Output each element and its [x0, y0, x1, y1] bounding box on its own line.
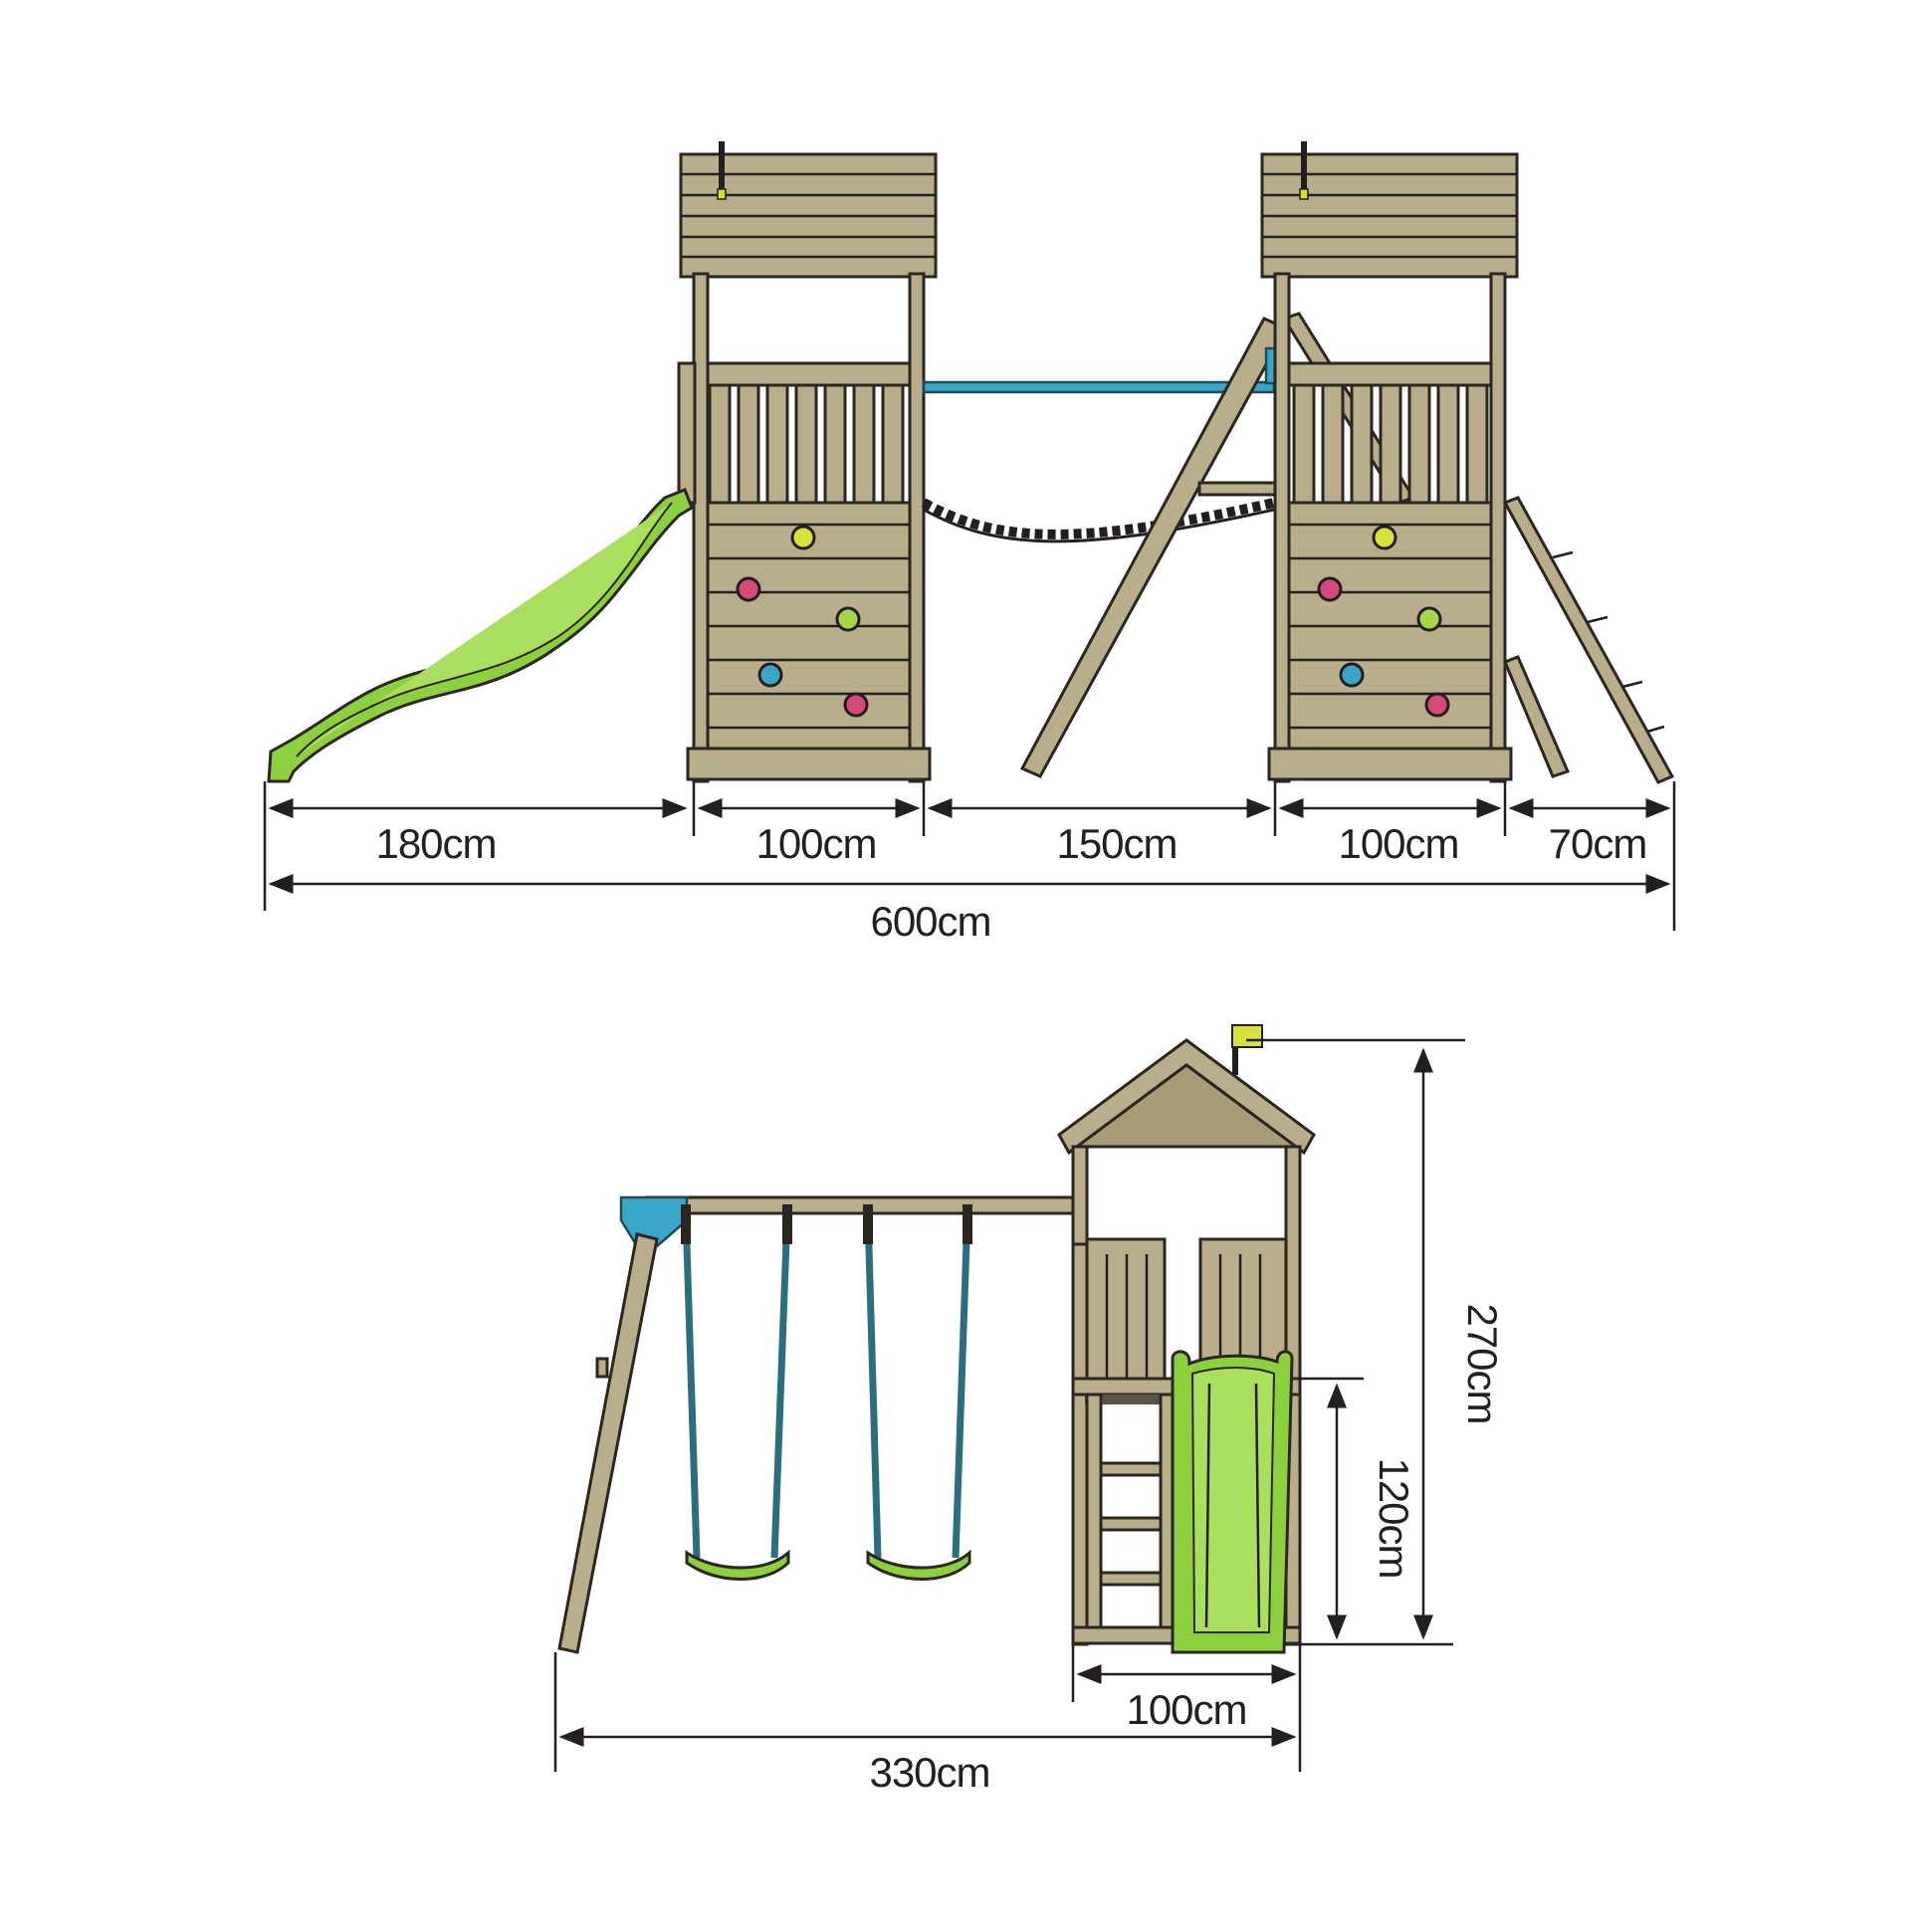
side-dimensions: 100cm 330cm 270cm 120cm [553, 1038, 1506, 1796]
left-tower [677, 141, 938, 783]
right-climbing-holds [1317, 525, 1450, 718]
dim-ladder-label: 70cm [1549, 820, 1647, 867]
front-view-drawing: 180cm 100cm 150cm 100cm 70cm 600cm [263, 141, 1676, 945]
wave-slide [267, 488, 694, 783]
side-slide [1171, 1350, 1294, 1654]
dim-left-tower-label: 100cm [755, 820, 876, 867]
dim-total-width-label: 330cm [869, 1749, 989, 1796]
swing-left [681, 1204, 792, 1581]
right-tower [1260, 141, 1519, 783]
tower-flag [1231, 1024, 1263, 1075]
right-railing-slats [1292, 383, 1489, 505]
left-railing-slats [708, 383, 905, 505]
dim-platform-height-label: 120cm [1371, 1457, 1417, 1578]
left-climbing-holds [736, 525, 869, 718]
dim-total-height-label: 270cm [1459, 1303, 1506, 1423]
swing-frame [557, 1195, 1079, 1654]
right-roof-planks [1262, 172, 1517, 259]
dim-slide-label: 180cm [375, 820, 496, 867]
dim-bridge-label: 150cm [1056, 820, 1177, 867]
swing-right [863, 1204, 972, 1581]
top-dimensions: 180cm 100cm 150cm 100cm 70cm 600cm [263, 781, 1676, 945]
right-flag-pole [1301, 141, 1307, 199]
dim-right-tower-label: 100cm [1338, 820, 1458, 867]
side-view-drawing: 100cm 330cm 270cm 120cm [553, 1024, 1506, 1796]
side-ladder [1502, 496, 1675, 784]
left-flag-pole [719, 141, 725, 199]
dim-tower-width-label: 100cm [1126, 1686, 1246, 1733]
dim-total-label: 600cm [870, 898, 990, 945]
